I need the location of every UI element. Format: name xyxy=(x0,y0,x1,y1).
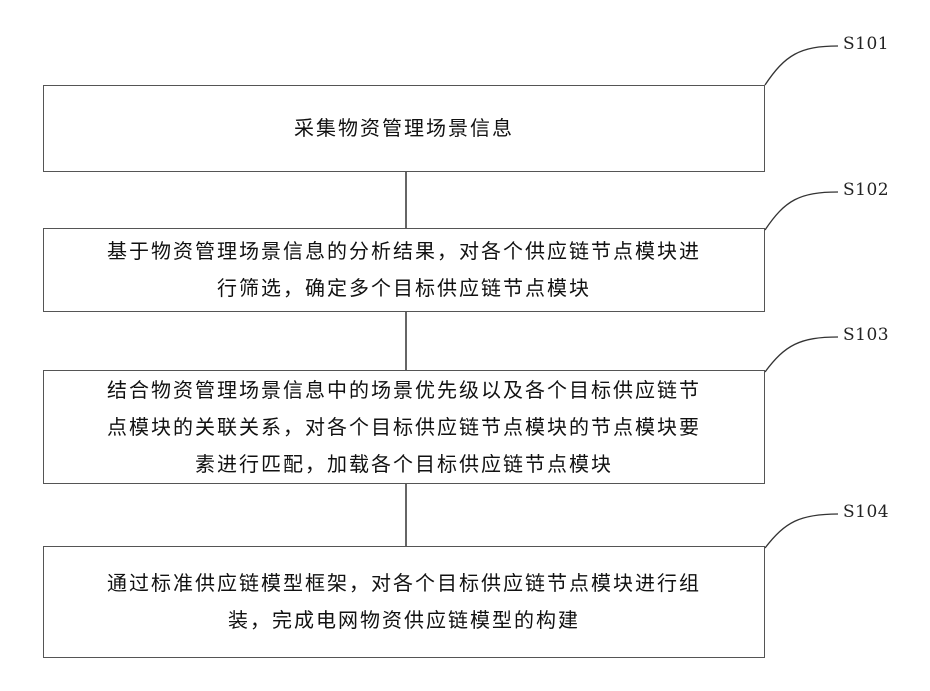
step-line: 行筛选，确定多个目标供应链节点模块 xyxy=(107,270,701,307)
leader-s101 xyxy=(765,46,838,85)
leader-s103 xyxy=(765,337,838,372)
step-text-s103: 结合物资管理场景信息中的场景优先级以及各个目标供应链节 点模块的关联关系，对各个… xyxy=(107,372,701,483)
step-label-s103: S103 xyxy=(843,325,889,345)
step-label-s101: S101 xyxy=(843,34,889,54)
step-line: 装，完成电网物资供应链模型的构建 xyxy=(107,602,701,639)
step-label-s102: S102 xyxy=(843,180,889,200)
step-box-s103: 结合物资管理场景信息中的场景优先级以及各个目标供应链节 点模块的关联关系，对各个… xyxy=(43,370,765,484)
step-line: 结合物资管理场景信息中的场景优先级以及各个目标供应链节 xyxy=(107,372,701,409)
step-line: 通过标准供应链模型框架，对各个目标供应链节点模块进行组 xyxy=(107,565,701,602)
step-text-s101: 采集物资管理场景信息 xyxy=(294,110,514,147)
step-text-s104: 通过标准供应链模型框架，对各个目标供应链节点模块进行组 装，完成电网物资供应链模… xyxy=(107,565,701,639)
step-line: 基于物资管理场景信息的分析结果，对各个供应链节点模块进 xyxy=(107,233,701,270)
step-box-s101: 采集物资管理场景信息 xyxy=(43,85,765,172)
step-line: 点模块的关联关系，对各个目标供应链节点模块的节点模块要 xyxy=(107,409,701,446)
step-box-s104: 通过标准供应链模型框架，对各个目标供应链节点模块进行组 装，完成电网物资供应链模… xyxy=(43,546,765,658)
step-label-s104: S104 xyxy=(843,502,889,522)
step-text-s102: 基于物资管理场景信息的分析结果，对各个供应链节点模块进 行筛选，确定多个目标供应… xyxy=(107,233,701,307)
leader-s102 xyxy=(765,192,838,230)
leader-s104 xyxy=(765,514,838,548)
step-line: 素进行匹配，加载各个目标供应链节点模块 xyxy=(107,446,701,483)
step-line: 采集物资管理场景信息 xyxy=(294,110,514,147)
step-box-s102: 基于物资管理场景信息的分析结果，对各个供应链节点模块进 行筛选，确定多个目标供应… xyxy=(43,228,765,312)
